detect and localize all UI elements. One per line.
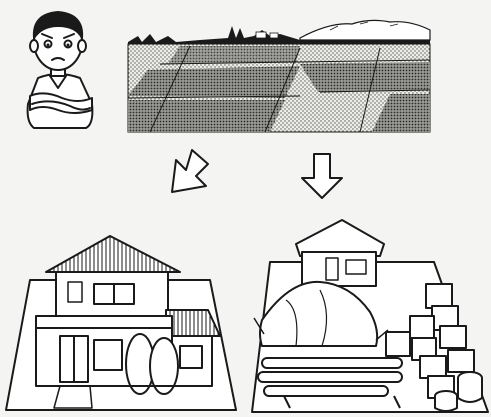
arrow-down-icon: [301, 153, 343, 199]
worried-man-icon: [26, 11, 94, 129]
farmland-icon: [127, 19, 431, 133]
arrow-down-left-icon: [171, 149, 209, 193]
house-icon: [5, 235, 237, 411]
storage-yard-icon: [251, 219, 489, 413]
